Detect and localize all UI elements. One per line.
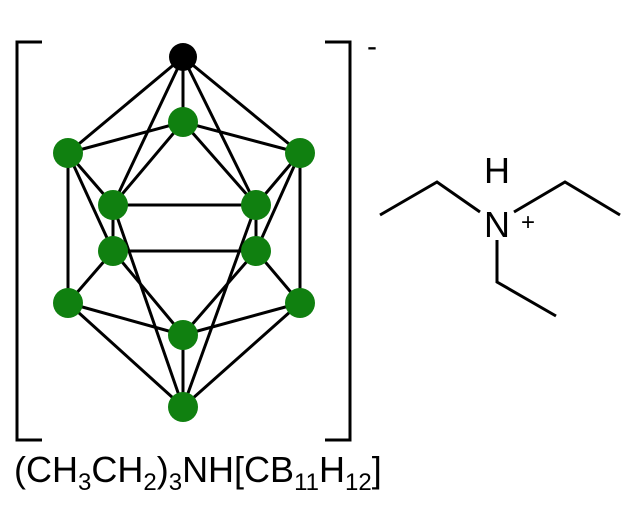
bond-b12-b10 <box>181 301 302 409</box>
boron-atom-b10 <box>285 288 315 318</box>
bond-b12-b5 <box>111 203 185 409</box>
boron-atom-b2 <box>168 107 198 137</box>
bond-b2-b5 <box>111 120 185 207</box>
boron-atom-b8 <box>241 236 271 266</box>
boron-atom-b3 <box>53 138 83 168</box>
ethyl-down <box>495 240 557 318</box>
ethyl-left <box>379 180 481 217</box>
bond-b7-b11 <box>111 249 185 337</box>
triethylammonium-cation: H N + <box>379 150 621 318</box>
cation-charge: + <box>521 209 535 236</box>
bond-b4-b8 <box>254 151 302 253</box>
right-bracket <box>325 40 352 442</box>
bond-b10-b11 <box>181 301 302 337</box>
bond-b12-b6 <box>181 203 258 409</box>
anion-charge: - <box>367 30 377 63</box>
boron-atom-b4 <box>285 138 315 168</box>
bond-c1-b3 <box>66 55 185 155</box>
left-bracket <box>15 40 42 442</box>
boron-atom-b9 <box>53 288 83 318</box>
ethyl-right <box>513 180 621 217</box>
boron-atom-b5 <box>98 190 128 220</box>
bond-b9-b11 <box>66 301 185 337</box>
bond-b2-b4 <box>181 120 302 155</box>
bond-b2-b3 <box>66 120 185 155</box>
boron-atom-b12 <box>168 392 198 422</box>
cation-n-label: N <box>484 204 510 245</box>
bond-b12-b9 <box>66 301 185 409</box>
chemical-formula: (CH3CH2)3NH[CB11H12] <box>14 449 382 496</box>
bond-b2-b6 <box>181 120 258 207</box>
boron-atom-b11 <box>168 320 198 350</box>
carbon-atom-c1 <box>169 43 197 71</box>
boron-atom-b6 <box>241 190 271 220</box>
boron-atom-b7 <box>98 236 128 266</box>
cluster-bonds <box>66 55 302 409</box>
cation-h-label: H <box>484 150 510 191</box>
bond-c1-b4 <box>181 55 302 155</box>
bond-b8-b11 <box>181 249 258 337</box>
cluster-atoms <box>53 43 315 422</box>
bond-b3-b7 <box>66 151 115 253</box>
